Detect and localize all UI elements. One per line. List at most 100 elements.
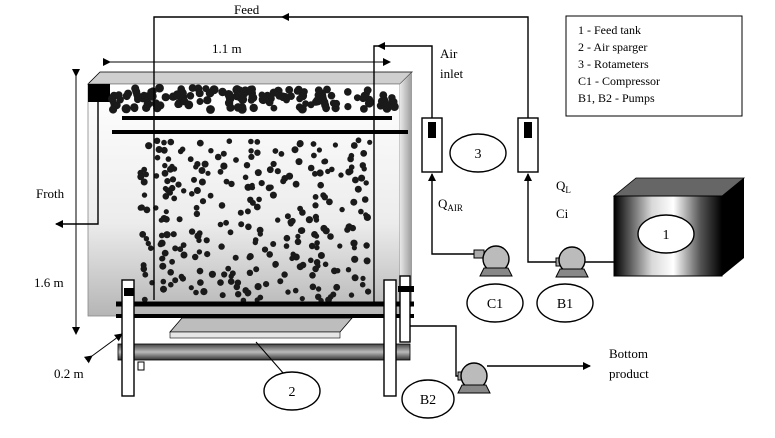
bubble	[363, 180, 369, 186]
bubble	[180, 97, 189, 106]
bubble	[268, 184, 274, 191]
circle-rotameters-label: 3	[475, 147, 482, 162]
bubble	[177, 88, 187, 98]
bubble	[174, 100, 182, 109]
bubble	[314, 91, 322, 99]
rotameters	[421, 117, 539, 173]
bubble	[295, 158, 303, 166]
bubble	[137, 173, 145, 181]
left-leg-outer	[121, 279, 135, 397]
bubble	[218, 202, 226, 209]
bubble	[353, 94, 361, 102]
legend-item-2: 2 - Air sparger	[578, 40, 647, 54]
bubble	[158, 232, 165, 239]
bubble	[316, 147, 322, 153]
bubble	[248, 153, 255, 160]
bubble	[227, 229, 234, 236]
bubble	[252, 237, 259, 243]
bubble	[204, 251, 211, 258]
bubble	[274, 168, 281, 175]
bubble	[254, 149, 261, 156]
bubble	[179, 275, 186, 282]
bubble	[172, 245, 179, 252]
bubble	[160, 278, 167, 285]
bubble	[161, 249, 169, 257]
bubble	[232, 254, 239, 261]
bubble	[314, 240, 320, 246]
bubble	[159, 262, 167, 270]
bubble	[354, 185, 362, 193]
bubble	[223, 178, 230, 185]
bubble	[200, 288, 208, 296]
circled-labels: 2 3 C1 B1 B2 1	[255, 133, 695, 419]
bubble	[156, 101, 165, 110]
bubble	[109, 105, 118, 114]
rotameter-air	[421, 117, 443, 173]
bubble	[170, 231, 177, 238]
bubble	[176, 216, 183, 223]
bubble	[143, 206, 151, 214]
bubble	[263, 281, 270, 288]
bubble	[317, 252, 325, 259]
bubble	[326, 198, 333, 206]
depth-label: 0.2 m	[54, 366, 84, 381]
right-stub	[398, 286, 414, 292]
bubble	[275, 217, 281, 223]
bubble	[239, 89, 249, 98]
bubble	[266, 251, 274, 258]
bubble	[130, 104, 139, 113]
bubble	[333, 283, 341, 291]
bubble	[351, 255, 359, 263]
bubble	[233, 157, 239, 163]
bubble	[278, 151, 285, 157]
bubble	[153, 137, 161, 144]
bubble	[193, 289, 199, 296]
bubble	[244, 208, 251, 215]
bubble	[269, 191, 277, 199]
bubble	[363, 257, 371, 265]
bubble	[169, 258, 176, 265]
bubble	[139, 231, 147, 238]
bubble	[360, 105, 368, 113]
air-sparger	[169, 317, 353, 333]
bubble	[292, 180, 300, 188]
pump-b2-base	[457, 384, 491, 394]
bubble	[347, 155, 354, 163]
bubble	[163, 209, 169, 215]
bubble	[153, 173, 160, 179]
bubble	[155, 83, 164, 93]
bubble	[194, 161, 201, 168]
legend-item-4: C1 - Compressor	[578, 74, 660, 88]
air-pipe-top	[373, 45, 433, 304]
bubble	[154, 154, 161, 161]
bubble	[244, 290, 251, 297]
bubble	[284, 213, 291, 220]
feed-pipe-from-pump	[524, 173, 560, 263]
bubble	[314, 244, 320, 251]
bubble	[298, 104, 307, 114]
bubble	[322, 158, 329, 165]
bubble	[296, 141, 303, 148]
column-body	[87, 83, 401, 317]
bubble	[160, 285, 167, 293]
circle-rotameters: 3	[449, 133, 507, 173]
bubble	[177, 246, 184, 253]
bubble	[188, 285, 194, 291]
bubble	[345, 267, 352, 273]
circle-pump-b1-label: B1	[557, 297, 573, 312]
bubble	[316, 169, 324, 177]
bubble	[349, 224, 356, 232]
bubble	[281, 271, 288, 278]
bubble	[148, 245, 154, 251]
bubble	[295, 233, 301, 239]
bubble	[238, 221, 245, 228]
bubble	[302, 100, 309, 107]
bubble	[188, 84, 197, 92]
bubble	[164, 178, 171, 185]
bubble	[141, 192, 148, 198]
bubble	[197, 279, 204, 286]
bubble	[359, 162, 366, 169]
bubble	[320, 224, 328, 232]
bubble	[225, 92, 234, 101]
